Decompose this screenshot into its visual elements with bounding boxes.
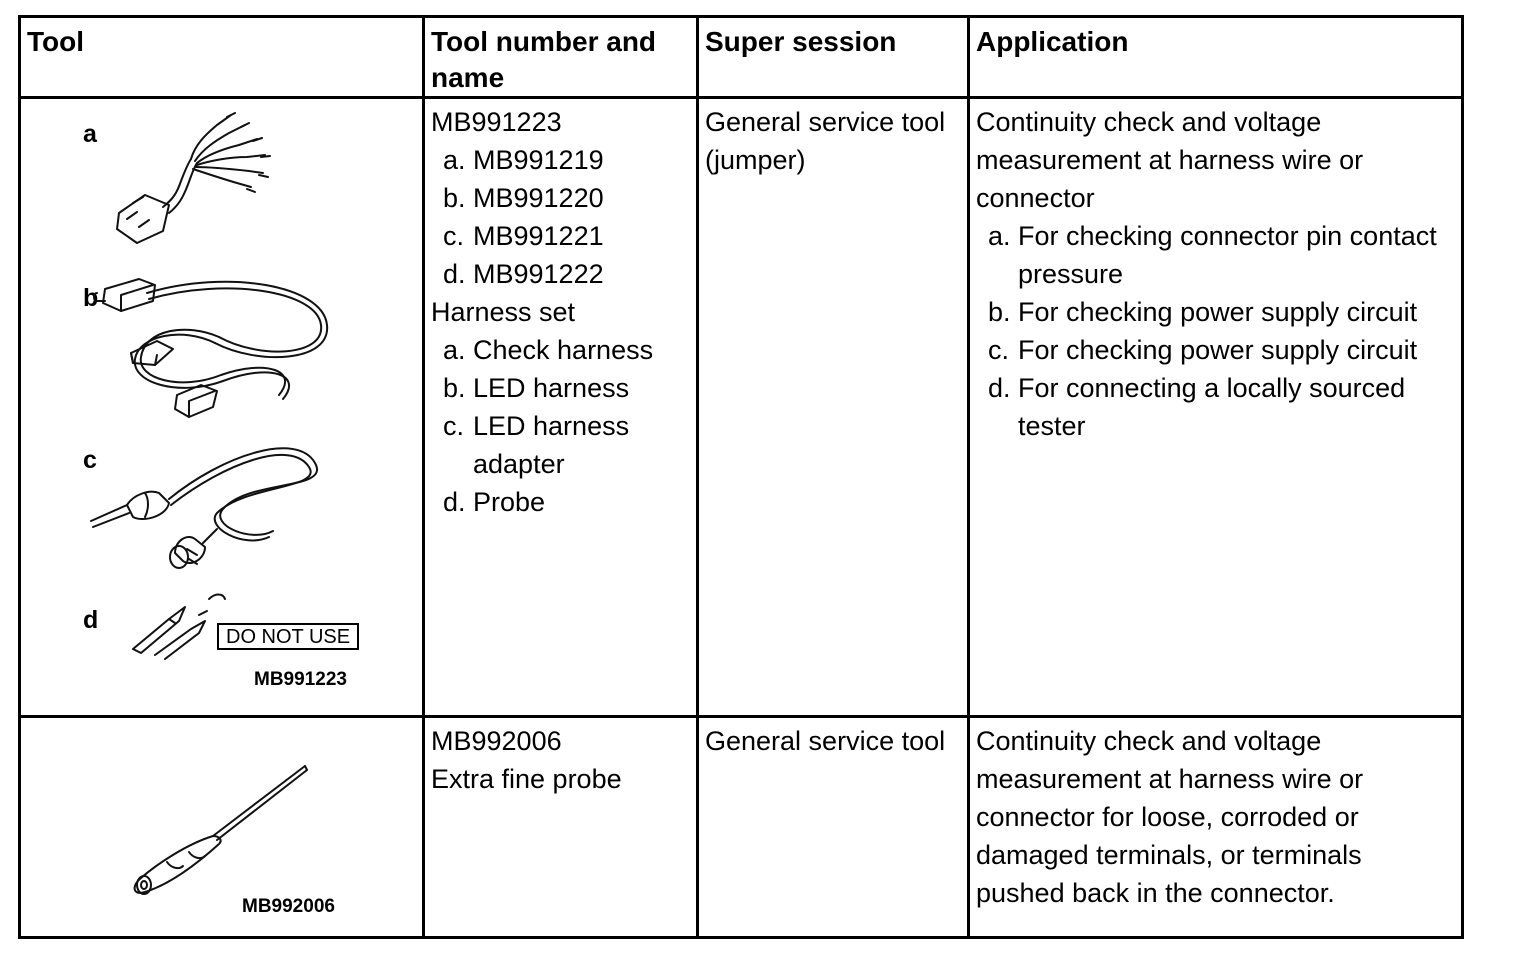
tool-b-label: b (83, 284, 99, 312)
list-item: c. LED harness adapter (443, 407, 690, 483)
list-text: For connecting a locally sourced tester (1018, 373, 1406, 441)
header-tool-number: Tool number and name (425, 18, 699, 99)
list-item: b.MB991220 (443, 179, 690, 217)
tool-code: MB991223 (431, 107, 562, 137)
row2-number-cell: MB992006 Extra fine probe (425, 718, 699, 936)
row2-supersession-cell: General service tool (699, 718, 970, 936)
list-item: a.For checking connector pin contact pre… (988, 217, 1455, 293)
row1-tool-cell: a b (21, 99, 425, 718)
list-marker: d. (443, 259, 466, 289)
list-marker: a. (443, 335, 466, 365)
row1-application-cell: Continuity check and voltage measurement… (970, 99, 1461, 718)
application-intro: Continuity check and voltage measurement… (976, 107, 1364, 213)
list-text: For checking power supply circuit (1018, 335, 1418, 365)
tool-c-label: c (83, 446, 97, 474)
list-text: For checking power supply circuit (1018, 297, 1418, 327)
list-marker: b. (443, 373, 466, 403)
tool-b-illustration (87, 267, 352, 422)
list-item: b.For checking power supply circuit (988, 293, 1455, 331)
list-text: MB991219 (473, 145, 604, 175)
tool-code: MB992006 (431, 726, 562, 756)
list-marker: b. (443, 183, 466, 213)
tool-caption-mb991223: MB991223 (254, 669, 347, 690)
row2-application-cell: Continuity check and voltage measurement… (976, 726, 1364, 908)
list-marker: d. (443, 487, 466, 517)
list-text: LED harness adapter (473, 411, 630, 479)
header-super-session: Super session (699, 18, 970, 99)
tool-a-label: a (83, 120, 97, 148)
special-tools-table: Tool Tool number and name Super session … (18, 15, 1464, 939)
tool-c-illustration (83, 421, 333, 581)
list-item: d.Probe (443, 483, 690, 521)
list-item: c. MB991221 (443, 217, 690, 255)
tool-set-name: Harness set (431, 297, 576, 327)
row2-tool-cell: MB992006 (21, 718, 425, 936)
list-item: a.MB991219 (443, 141, 690, 179)
tool-d-illustration (125, 587, 240, 662)
list-item: b.LED harness (443, 369, 690, 407)
header-tool: Tool (21, 18, 425, 99)
tool-a-illustration (107, 107, 282, 257)
row1-number-cell: MB991223 a.MB991219 b.MB991220 c.MB99122… (425, 99, 699, 718)
list-marker: d. (988, 373, 1011, 403)
list-marker: a. (988, 221, 1011, 251)
list-marker: b. (988, 297, 1011, 327)
list-item: a.Check harness (443, 331, 690, 369)
tool-name: Extra fine probe (431, 764, 622, 794)
list-text: For checking connector pin contact press… (1018, 221, 1437, 289)
list-text: MB991221 (473, 221, 604, 251)
list-item: d.For connecting a locally sourced teste… (988, 369, 1455, 445)
list-marker: c. (443, 221, 465, 251)
header-application: Application (970, 18, 1461, 99)
row1-supersession-cell: General service tool (jumper) (699, 99, 970, 718)
list-item: c. For checking power supply circuit (988, 331, 1455, 369)
tool-d-label: d (83, 606, 99, 634)
list-item: d.MB991222 (443, 255, 690, 293)
list-text: Check harness (473, 335, 654, 365)
list-marker: c. (443, 411, 465, 441)
list-text: Probe (473, 487, 546, 517)
list-text: MB991222 (473, 259, 604, 289)
do-not-use-stamp: DO NOT USE (217, 623, 360, 650)
list-text: MB991220 (473, 183, 604, 213)
list-marker: c. (988, 335, 1010, 365)
list-text: LED harness (473, 373, 630, 403)
tool-caption-mb992006: MB992006 (242, 896, 335, 917)
extra-fine-probe-illustration (113, 756, 313, 896)
list-marker: a. (443, 145, 466, 175)
